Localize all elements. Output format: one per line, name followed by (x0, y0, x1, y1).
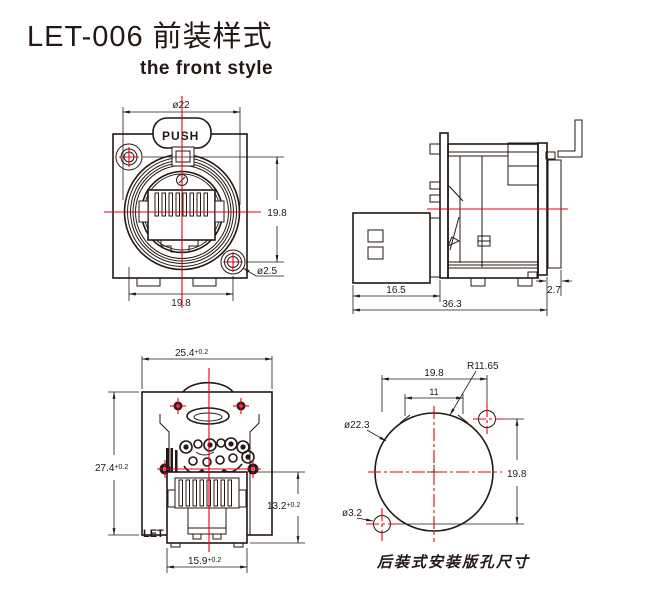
front-centerlines (104, 96, 261, 308)
dim-panel-hole-spacing-v: 19.8 (507, 469, 527, 480)
dim-vertical-hole-spacing: 19.8 (267, 208, 287, 219)
dim-cutout-radius: R11.65 (467, 361, 499, 372)
push-label: PUSH (162, 129, 199, 143)
front-foot-right (192, 277, 217, 287)
dim-keyway-width: 11 (429, 387, 438, 397)
dim-screw-diameter: ø2.5 (257, 266, 277, 277)
panel-caption: 后装式安装版孔尺寸 (376, 554, 530, 571)
housing-body (447, 143, 539, 279)
rear-view: LET 25.4+0.2 (95, 348, 305, 573)
rear-centerlines (157, 368, 261, 552)
plug-neck (429, 217, 441, 278)
latch-block (171, 146, 195, 167)
dim-body-width: 25.4+0.2 (175, 348, 208, 359)
dim-jack-width: 15.9+0.2 (188, 556, 221, 567)
dim-plug-protrusion: 16.5 (386, 285, 406, 296)
dim-panel-thickness: 2.7 (547, 285, 561, 296)
dim-horizontal-hole-spacing: 19.8 (171, 298, 191, 309)
page-title: LET-006 前装样式 (27, 20, 273, 53)
rear-slot (186, 407, 230, 425)
mounting-panel (547, 159, 562, 269)
rear-dimensions: 25.4+0.2 27.4+0.2 13.2+0.2 15.9+0.2 (95, 348, 305, 573)
dim-cutout-diameter: ø22.3 (344, 420, 370, 431)
dim-flange-diameter: ø22 (172, 100, 190, 111)
dim-jack-height: 13.2+0.2 (267, 501, 300, 512)
front-view: PUSH (104, 96, 287, 309)
latch-inner (175, 150, 191, 163)
dim-total-depth: 36.3 (442, 299, 462, 310)
front-foot-left (136, 277, 161, 287)
dim-body-height: 27.4+0.2 (95, 463, 128, 474)
rear-top-bump (182, 381, 234, 393)
ground-lug (557, 119, 583, 158)
panel-cutout-view: 19.8 11 R11.65 ø22.3 ø3.2 19.8 (342, 361, 530, 571)
front-plate (439, 132, 449, 279)
panel-centerlines (366, 404, 503, 542)
dim-panel-hole-spacing-h: 19.8 (424, 368, 444, 379)
panel-dimensions: 19.8 11 R11.65 ø22.3 ø3.2 19.8 (342, 361, 527, 525)
plug-body (352, 212, 431, 284)
rj45-jack-rear (166, 471, 248, 548)
dim-screw-hole-diameter: ø3.2 (342, 508, 362, 519)
side-dimensions: 16.5 36.3 2.7 (352, 270, 572, 316)
page-subtitle: the front style (140, 58, 273, 79)
body-marking: LET (143, 528, 164, 540)
side-view: 16.5 36.3 2.7 (352, 119, 583, 316)
cable-block (507, 142, 539, 186)
